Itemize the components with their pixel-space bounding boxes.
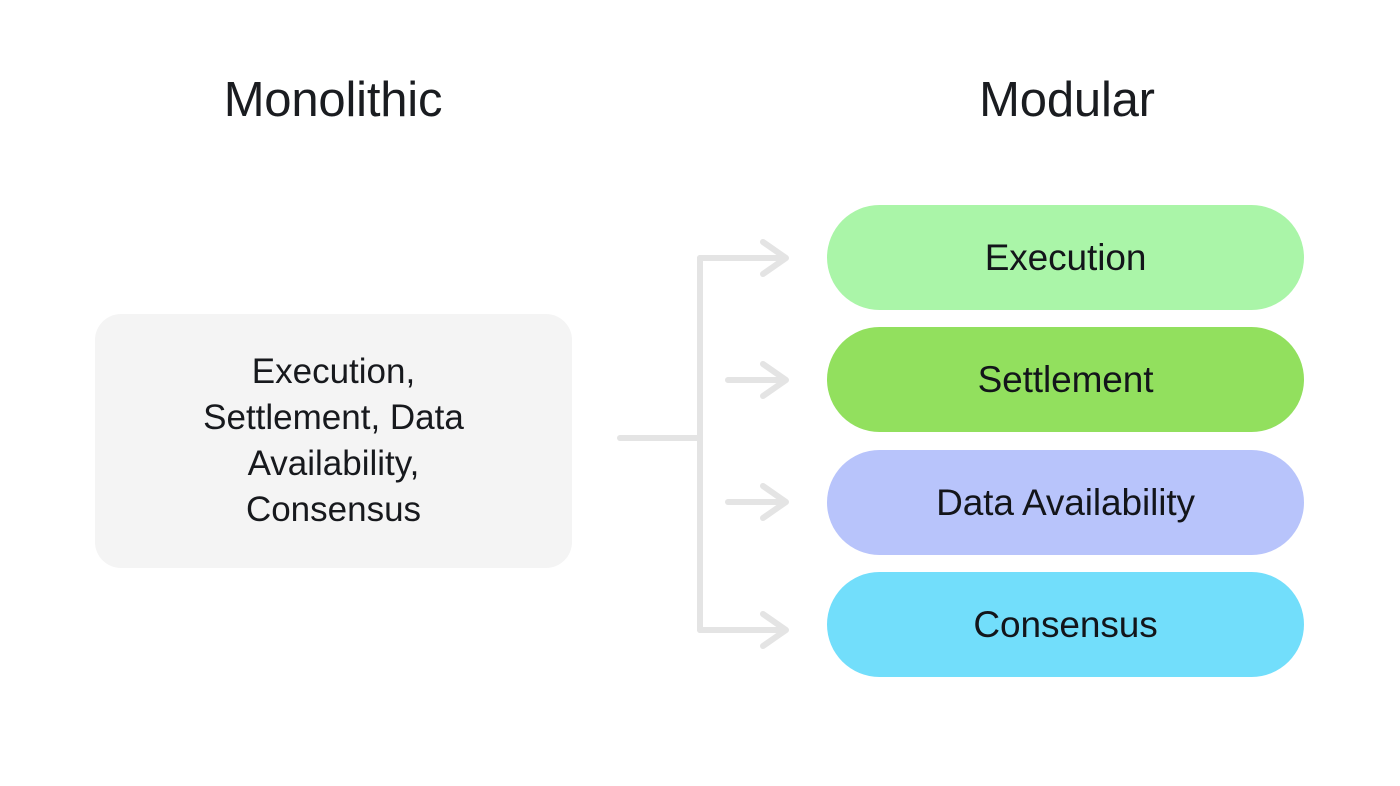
connector-arrows (617, 239, 789, 649)
module-pill-settlement[interactable]: Settlement (827, 327, 1304, 432)
module-pill-label: Data Availability (936, 482, 1195, 523)
module-pill-execution[interactable]: Execution (827, 205, 1304, 310)
module-pill-label: Execution (984, 237, 1147, 278)
monolithic-block-label: Execution, Settlement, Data Availability… (203, 352, 464, 529)
module-pill-consensus[interactable]: Consensus (827, 572, 1304, 677)
module-pill-label: Consensus (973, 604, 1158, 645)
module-pill-label: Settlement (977, 359, 1154, 400)
heading-modular: Modular (979, 73, 1155, 127)
heading-monolithic: Monolithic (223, 73, 443, 127)
arrowhead-4 (760, 611, 789, 649)
arrowhead-3 (760, 483, 789, 521)
arrowhead-1 (760, 239, 789, 277)
monolithic-block: Execution, Settlement, Data Availability… (95, 314, 572, 568)
module-pill-data-availability[interactable]: Data Availability (827, 450, 1304, 555)
arrowhead-2 (760, 361, 789, 399)
